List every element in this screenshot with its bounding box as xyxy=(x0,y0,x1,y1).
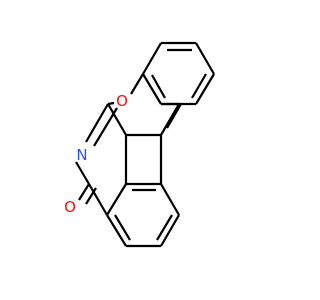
double-bond-inner xyxy=(85,187,97,205)
pyridinone-ring xyxy=(75,103,128,216)
double-bond-inner xyxy=(114,214,131,241)
bond xyxy=(160,214,180,247)
carbonyl-oxygen-label: O xyxy=(64,198,76,216)
bond xyxy=(142,42,162,75)
double-bond-inner xyxy=(151,74,166,99)
bond xyxy=(130,73,144,95)
bond xyxy=(85,103,109,143)
pyran-ring xyxy=(107,73,182,137)
bond xyxy=(195,42,215,75)
ring-nitrogen-label: N xyxy=(76,146,87,164)
bond xyxy=(160,183,180,216)
bond xyxy=(75,161,90,185)
upper-benzene-ring xyxy=(142,41,215,106)
structure-canvas: O N O xyxy=(64,41,215,248)
double-bond-inner xyxy=(93,107,118,147)
bond xyxy=(78,183,90,201)
bond xyxy=(142,73,162,105)
double-bond-inner xyxy=(156,214,173,241)
bond xyxy=(88,183,108,216)
bond xyxy=(195,73,215,105)
carbonyl-group xyxy=(78,183,97,205)
bond xyxy=(106,214,127,247)
bond xyxy=(107,103,127,136)
ring-oxygen-label: O xyxy=(116,92,128,110)
lower-benzene-ring xyxy=(106,135,180,248)
double-bond-inner xyxy=(166,103,182,129)
bond xyxy=(106,183,127,216)
double-bond-inner xyxy=(191,73,207,99)
bond xyxy=(160,103,180,136)
molecule-structure: O N O xyxy=(64,41,215,248)
